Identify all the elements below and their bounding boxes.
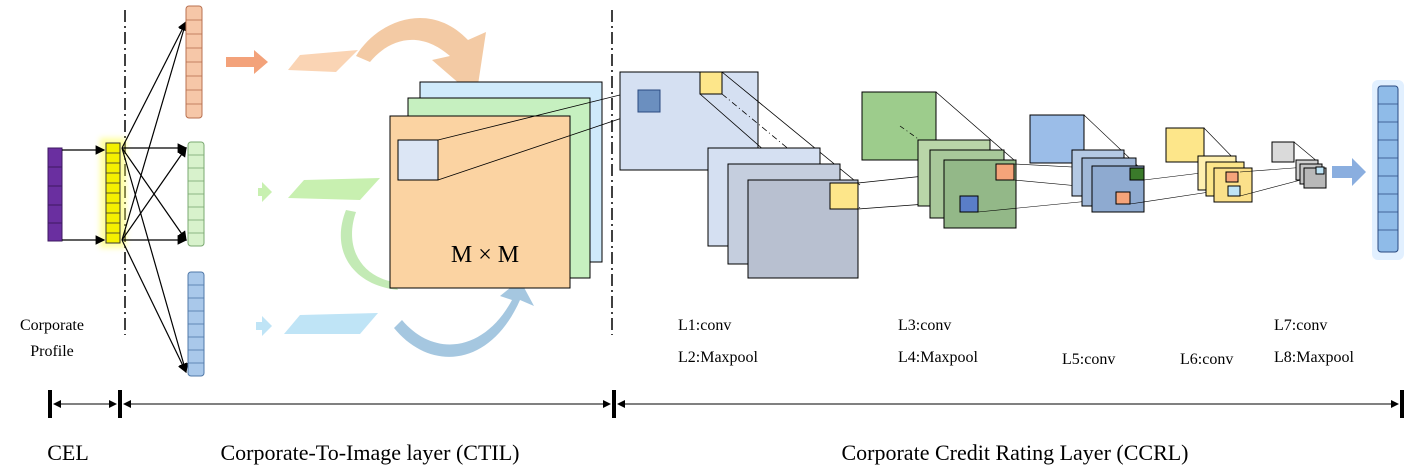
image-stack: [389, 81, 641, 289]
blue-sheet: [284, 313, 378, 334]
green-curve-arrow: [340, 210, 398, 290]
label-corporate: Corporate: [20, 317, 84, 334]
output-vector: [1372, 80, 1404, 260]
conv-block-l1-l2: [619, 71, 1001, 279]
conv-block-l5: [1029, 114, 1243, 213]
section-ccrl: Corporate Credit Rating Layer (CCRL): [841, 440, 1188, 465]
transform-arrows: [226, 50, 272, 336]
blue-curve-arrow: [394, 280, 534, 357]
orange-vector: [185, 5, 203, 119]
label-l6: L6:conv: [1180, 351, 1233, 368]
label-l7: L7:conv: [1274, 317, 1327, 334]
orange-curve-arrow: [356, 17, 486, 98]
embedding-vector: [100, 138, 126, 248]
corporate-profile-vector: [47, 147, 63, 242]
label-l4: L4:Maxpool: [898, 349, 979, 366]
label-profile: Profile: [30, 343, 74, 360]
label-l1: L1:conv: [678, 317, 731, 334]
green-vector: [187, 141, 205, 247]
conv-block-l7-l8: [1271, 141, 1327, 189]
embedding-connections: [62, 20, 189, 374]
output-arrow: [1332, 158, 1366, 186]
label-l3: L3:conv: [898, 317, 951, 334]
matrix-label: M × M: [451, 242, 519, 268]
label-l8: L8:Maxpool: [1274, 349, 1355, 366]
section-ranges: [48, 390, 1404, 418]
section-cel: CEL: [47, 440, 89, 465]
orange-sheet: [288, 50, 358, 72]
green-sheet: [288, 178, 380, 200]
section-ctil: Corporate-To-Image layer (CTIL): [221, 440, 520, 465]
conv-block-l6: [1165, 127, 1321, 203]
label-l5: L5:conv: [1062, 351, 1115, 368]
blue-vector: [187, 271, 205, 377]
label-l2: L2:Maxpool: [678, 349, 759, 366]
